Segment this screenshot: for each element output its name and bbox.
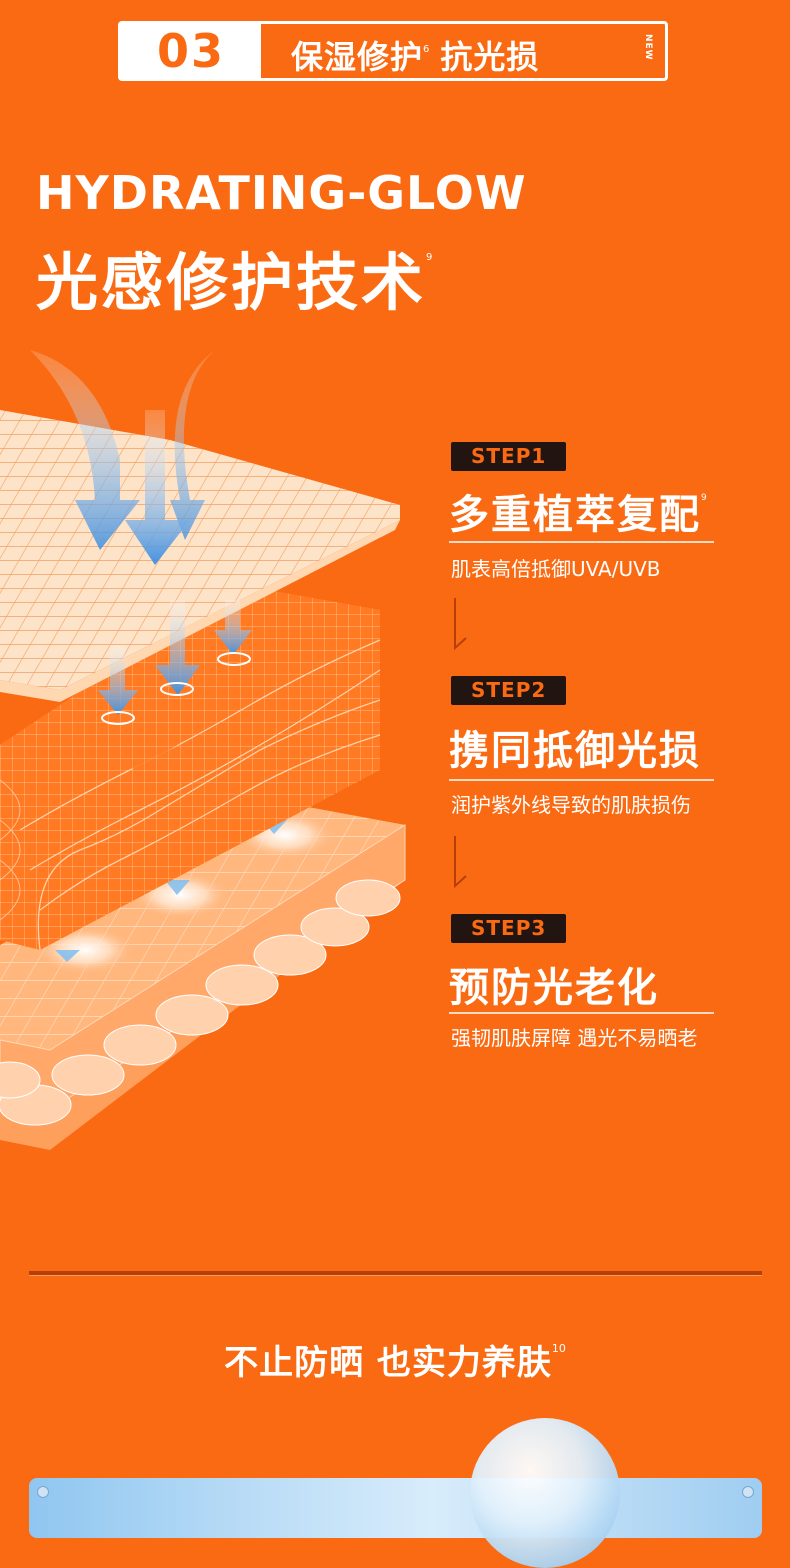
heading-footnote: 9 <box>426 252 433 263</box>
section-number: 03 <box>156 24 225 78</box>
step2-divider <box>449 779 714 781</box>
step3-divider <box>449 1012 714 1014</box>
section-title-footnote: 6 <box>423 44 431 55</box>
step3-description: 强韧肌肤屏障 遇光不易晒老 <box>451 1026 698 1050</box>
section-number-box: 03 <box>121 24 261 78</box>
heading-chinese: 光感修护技术9 <box>36 232 432 322</box>
step1-divider <box>449 541 714 543</box>
lipid-cells <box>0 879 401 1126</box>
section-divider <box>29 1271 762 1276</box>
step-arrow-down-icon <box>454 598 467 650</box>
new-label: NEW <box>643 34 653 61</box>
bottom-title-footnote: 10 <box>551 1342 566 1355</box>
heading-english: HYDRATING-GLOW <box>36 166 527 220</box>
step3-tag: STEP3 <box>451 914 567 943</box>
heading-chinese-text: 光感修护技术 <box>36 246 427 319</box>
card-rivet-icon <box>37 1486 49 1498</box>
step1-tag: STEP1 <box>451 442 567 471</box>
skin-layers-illustration <box>0 350 406 1150</box>
step2-title: 携同抵御光损 <box>449 718 701 776</box>
step1-title-text: 多重植萃复配 <box>449 492 701 538</box>
card-rivet-icon <box>742 1486 754 1498</box>
bottom-title: 不止防晒 也实力养肤10 <box>0 1335 790 1384</box>
step1-description: 肌表高倍抵御UVA/UVB <box>451 557 661 581</box>
step3-title-text: 预防光老化 <box>449 965 659 1011</box>
section-title-b: 抗光损 <box>440 38 540 76</box>
step1-footnote: 9 <box>701 493 707 503</box>
step2-title-text: 携同抵御光损 <box>449 728 701 774</box>
section-title-a: 保湿修护 <box>291 38 424 76</box>
section-badge: 03 保湿修护6 抗光损 NEW <box>118 21 668 81</box>
section-title: 保湿修护6 抗光损 <box>291 32 539 78</box>
step2-tag: STEP2 <box>451 676 567 705</box>
step3-title: 预防光老化 <box>449 955 659 1013</box>
step1-title: 多重植萃复配9 <box>449 482 707 540</box>
water-bubble-image <box>470 1418 620 1568</box>
step-arrow-down-icon <box>454 836 467 888</box>
step2-description: 润护紫外线导致的肌肤损伤 <box>451 793 691 817</box>
bottom-title-text: 不止防晒 也实力养肤 <box>224 1343 552 1383</box>
blue-arrows <box>30 350 252 725</box>
product-card <box>29 1478 762 1538</box>
